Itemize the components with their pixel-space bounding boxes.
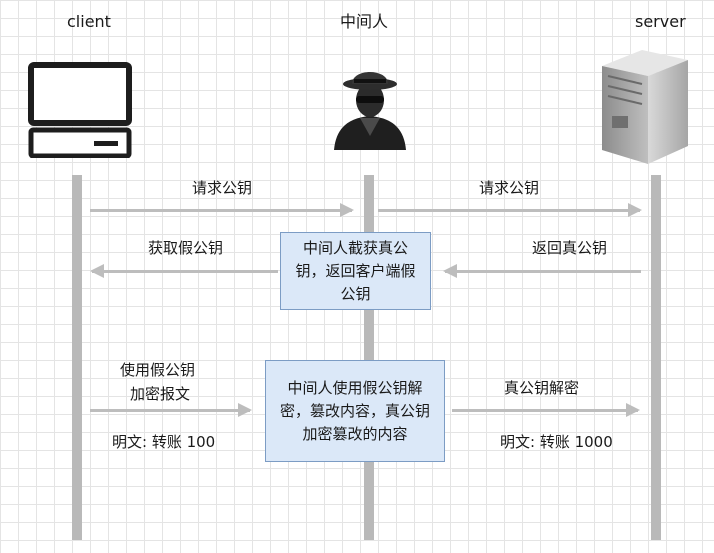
- server-icon: [602, 50, 688, 164]
- client-lifeline: [72, 175, 82, 540]
- encrypt-label-line2: 加密报文: [130, 385, 191, 403]
- encrypt-label-line1: 使用假公钥: [120, 361, 196, 379]
- request-key-arrow-right: [378, 203, 642, 217]
- mitm-lifeline: [364, 175, 374, 540]
- plaintext-100: 明文: 转账 100: [112, 433, 216, 451]
- plaintext-1000: 明文: 转账 1000: [500, 433, 613, 451]
- server-lifeline: [651, 175, 661, 540]
- intercept-note: 中间人截获真公钥，返回客户端假公钥: [280, 232, 431, 310]
- request-key-label-right: 请求公钥: [479, 179, 540, 197]
- hacker-icon: [334, 72, 406, 150]
- request-key-label-left: 请求公钥: [192, 179, 253, 197]
- get-fake-key-label: 获取假公钥: [148, 239, 224, 257]
- computer-icon: [28, 62, 132, 158]
- server-title: server: [635, 12, 686, 31]
- tampered-message-arrow: [452, 403, 640, 417]
- fake-key-arrow: [90, 264, 278, 278]
- decrypt-real-key-label: 真公钥解密: [504, 379, 580, 397]
- request-key-arrow-left: [90, 203, 354, 217]
- tamper-note: 中间人使用假公钥解密，篡改内容，真公钥加密篡改的内容: [265, 360, 445, 462]
- return-real-key-label: 返回真公钥: [532, 239, 608, 257]
- encrypted-message-arrow: [90, 403, 252, 417]
- real-key-arrow: [443, 264, 641, 278]
- client-title: client: [67, 12, 111, 31]
- mitm-title: 中间人: [340, 12, 389, 31]
